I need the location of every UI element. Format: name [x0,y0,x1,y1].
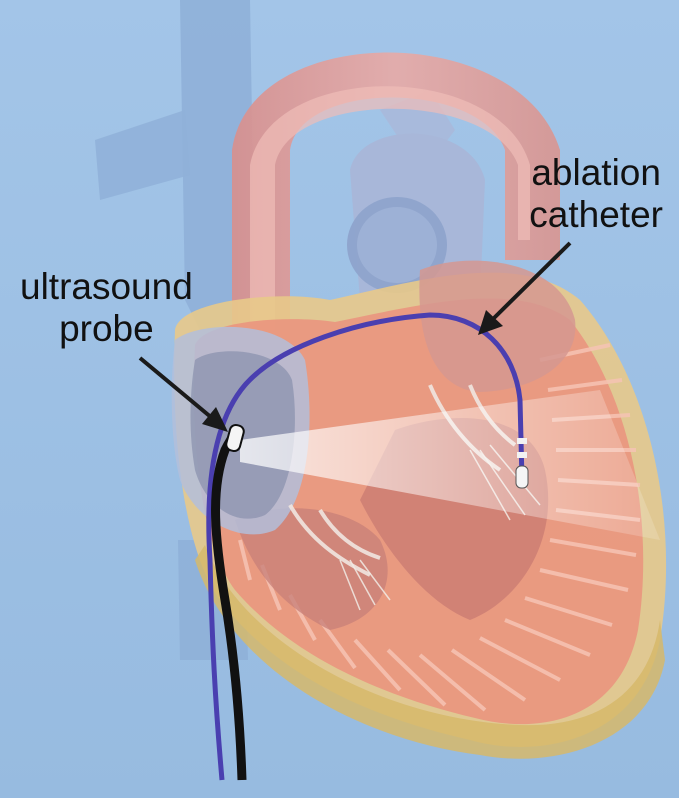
right-ventricle-cavity [235,508,388,630]
ultrasound-probe-label-line1: ultrasound [20,266,193,307]
ablation-catheter-electrode [517,438,527,444]
ablation-catheter-label: ablation catheter [529,152,663,236]
ablation-catheter-electrode [517,452,527,458]
brachiocephalic-vessel [95,110,190,200]
ablation-catheter-label-line1: ablation [531,152,661,193]
ablation-catheter-shaft [206,312,525,781]
ultrasound-probe-label-line2: probe [59,308,154,349]
pericardium-band [195,545,665,759]
ultrasound-beam [240,390,660,540]
ablation-catheter-label-line2: catheter [529,194,663,235]
ultrasound-probe-label: ultrasound probe [20,266,193,350]
ablation-catheter-tip [515,465,529,489]
ultrasound-probe-arrow [138,356,228,432]
tricuspid-valve [288,504,381,577]
ablation-catheter-arrow [478,241,572,335]
ultrasound-probe-tip [225,423,245,453]
pulmonary-artery-inner [357,207,437,283]
